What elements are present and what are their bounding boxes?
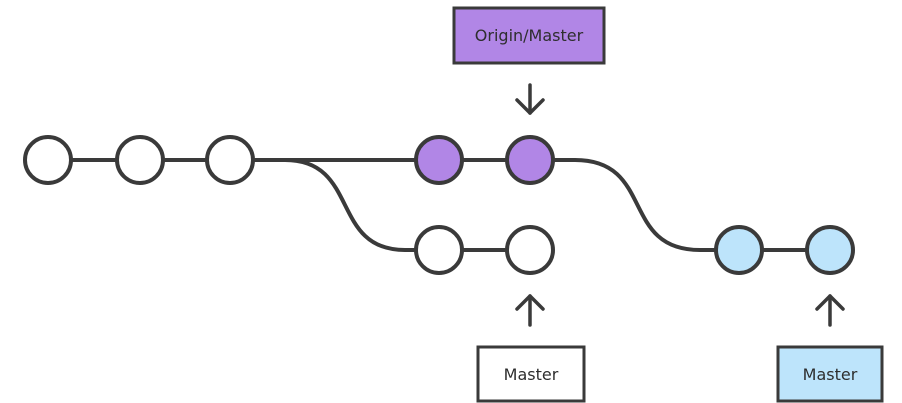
commit-c3 [205,135,255,185]
commits [23,135,855,275]
edge-branch-local [528,158,832,252]
commit-b1 [414,225,464,275]
arrow-up-icon [815,294,845,327]
ref-old-master: Master [476,294,586,403]
commit-c2 [115,135,165,185]
ref-origin-master: Origin/Master [452,6,606,115]
ref-old-master-box [476,345,586,403]
ref-origin-master-box [452,6,606,65]
edge-branch-old-local [228,158,532,252]
ref-new-master-label: Master [803,365,858,384]
arrow-down-icon [515,83,545,115]
commit-o2 [505,135,555,185]
commit-l1 [714,225,764,275]
ref-new-master-box [776,345,884,403]
arrow-up-icon [515,294,545,327]
ref-old-master-label: Master [504,365,559,384]
commit-l2 [805,225,855,275]
commit-b2 [505,225,555,275]
ref-origin-master-label: Origin/Master [475,26,584,45]
commit-c1 [23,135,73,185]
ref-new-master: Master [776,294,884,403]
commit-o1 [414,135,464,185]
